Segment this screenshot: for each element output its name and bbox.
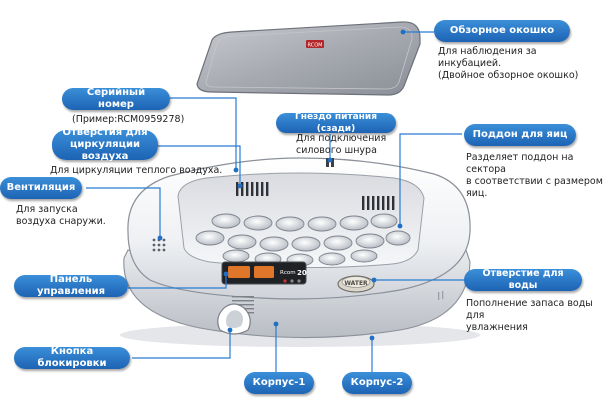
desc-serial: (Пример:RCM0959278)	[72, 114, 185, 125]
leader-tray	[399, 133, 462, 226]
callout-body1: Корпус-1	[244, 372, 314, 394]
lid-badge-text: RCOM	[308, 43, 323, 49]
desc-vents: Для циркуляции теплого воздуха.	[50, 165, 223, 176]
callout-water: Отверстие для воды	[464, 268, 582, 291]
panel-model: 20	[297, 269, 307, 277]
desc-power: Для подключения силового шнура	[296, 133, 387, 156]
desc-water: Пополнение запаса воды для увлажнения	[466, 298, 593, 333]
leader-lines	[86, 31, 464, 374]
callout-fan: Вентиляция	[0, 177, 82, 199]
leader-vents	[156, 145, 241, 186]
leader-fan	[86, 187, 161, 238]
leader-serial	[170, 97, 237, 170]
callout-window: Обзорное окошко	[434, 20, 570, 42]
lid-window: RCOM	[196, 21, 421, 96]
callout-vents: Отверстия для циркуляции воздуха	[52, 127, 158, 162]
egg-tray	[195, 213, 411, 267]
leader-lock	[132, 330, 231, 359]
desc-tray: Разделяет поддон на сектора в соответств…	[466, 152, 603, 199]
control-panel: Rcom 20	[221, 261, 307, 285]
callout-tray: Поддон для яиц	[464, 124, 576, 146]
callout-serial: Серийный номер	[62, 87, 170, 110]
air-circulation-vents	[236, 182, 395, 210]
leader-dots	[157, 29, 406, 341]
callout-lock: Кнопка блокировки	[14, 346, 130, 369]
power-socket	[326, 158, 334, 167]
lock-button-shape	[217, 303, 251, 335]
callout-power: Гнездо питания (сзади)	[276, 112, 396, 134]
desc-fan: Для запуска воздуха снаружи.	[16, 204, 106, 227]
side-vent	[438, 291, 444, 300]
incubator-body: Rcom 20 WATER	[120, 157, 480, 347]
ventilation-grille	[152, 238, 166, 252]
callout-panel: Панель управления	[14, 274, 128, 297]
water-cap-text: WATER	[344, 280, 368, 287]
desc-window: Для наблюдения за инкубацией. (Двойное о…	[438, 46, 579, 81]
callout-body2: Корпус-2	[342, 372, 412, 394]
lid-badge	[306, 40, 324, 48]
leader-panel	[128, 274, 227, 289]
water-inlet: WATER	[337, 275, 375, 293]
panel-brand: Rcom	[280, 270, 296, 276]
